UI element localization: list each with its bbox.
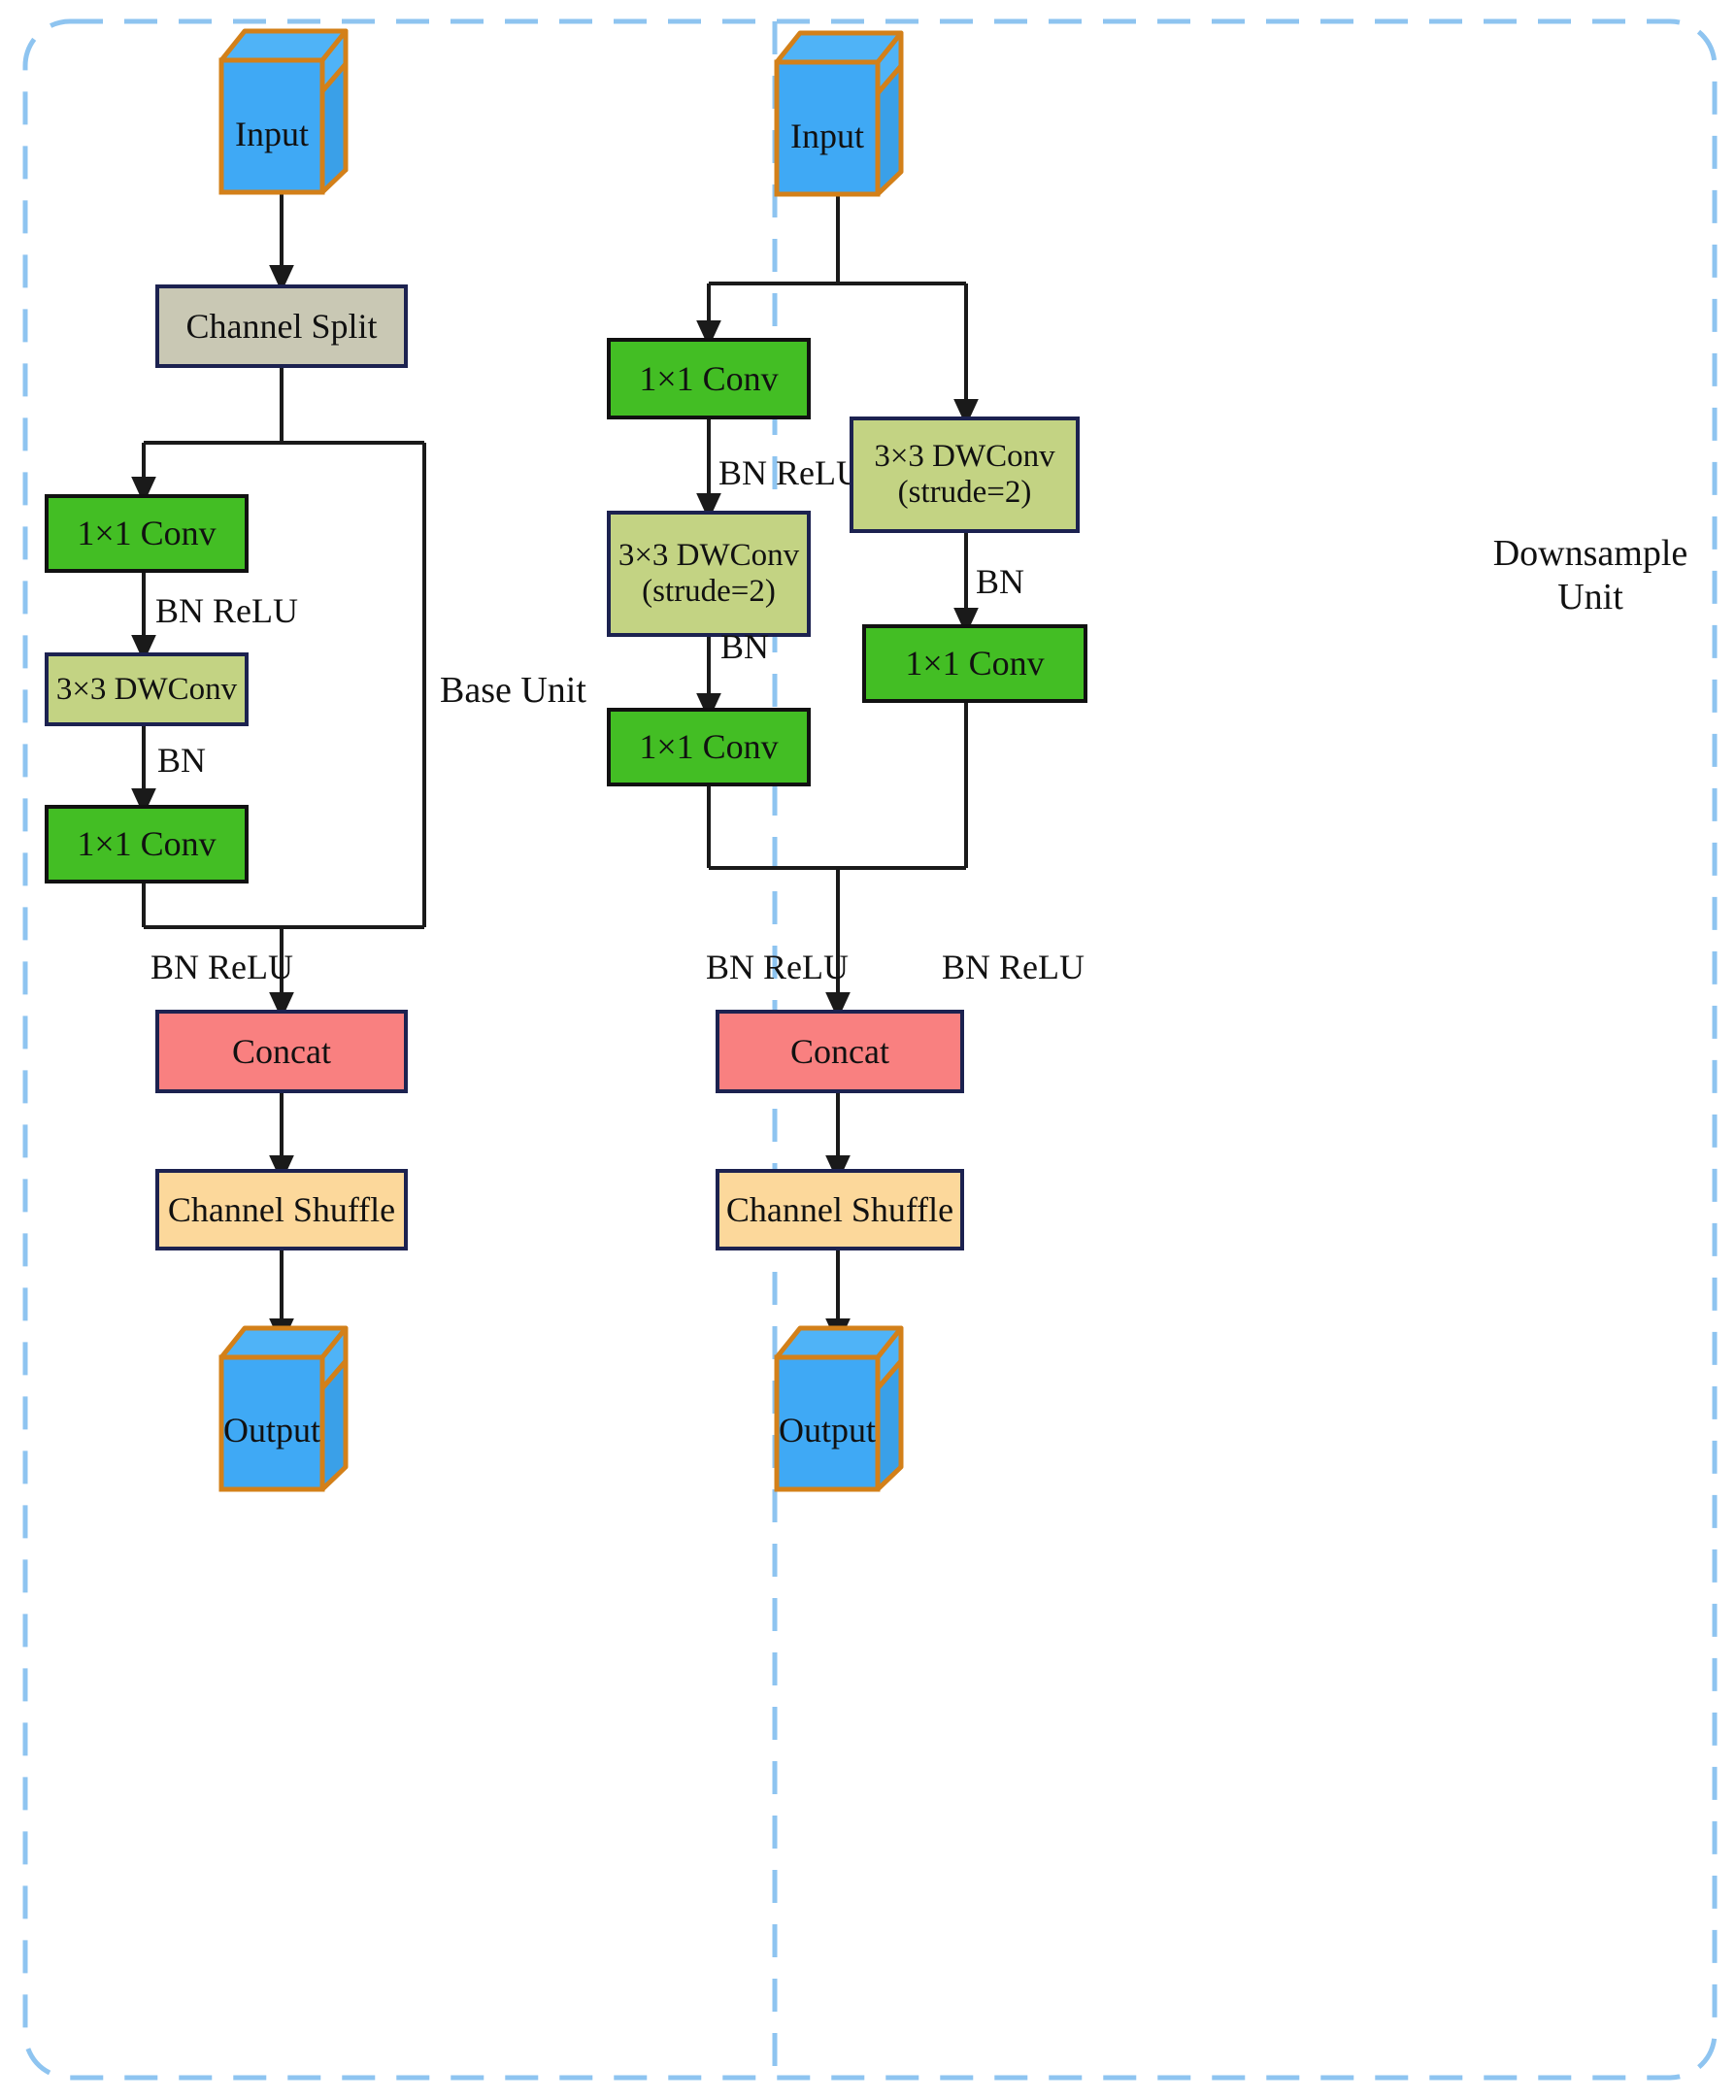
node-label-right-concat: Concat (790, 1031, 889, 1071)
cube-label-output-right: Output (778, 1411, 876, 1450)
node-label-right-left-dwconv: 3×3 DWConv (strude=2) (618, 538, 800, 609)
node-right-left-conv2[interactable]: 1×1 Conv (607, 708, 811, 786)
node-label-left-concat: Concat (232, 1031, 331, 1071)
node-left-dwconv[interactable]: 3×3 DWConv (45, 652, 249, 726)
node-right-right-dwconv[interactable]: 3×3 DWConv (strude=2) (850, 417, 1080, 533)
edge-label-right-left-bn: BN (720, 627, 770, 666)
node-right-channel-shuffle[interactable]: Channel Shuffle (716, 1169, 964, 1250)
node-label-left-conv1: 1×1 Conv (77, 514, 217, 553)
edge-label-left-bn-1: BN (157, 741, 207, 780)
node-label-right-left-conv2: 1×1 Conv (639, 727, 779, 767)
node-label-channel-split: Channel Split (185, 306, 378, 346)
edge-label-right-left-bn-relu: BN ReLU (718, 453, 861, 492)
node-label-left-dwconv: 3×3 DWConv (55, 671, 238, 707)
caption-base-unit: Base Unit (440, 670, 586, 711)
edge-label-left-bn-relu-2: BN ReLU (150, 948, 293, 986)
node-left-conv2[interactable]: 1×1 Conv (45, 805, 249, 883)
edge-label-right-right-bn: BN (976, 562, 1025, 601)
cube-input-right (774, 30, 904, 197)
node-left-conv1[interactable]: 1×1 Conv (45, 494, 249, 573)
edge-label-left-bn-relu-1: BN ReLU (155, 591, 298, 630)
cube-label-output-left: Output (222, 1411, 320, 1450)
edge-label-right-bn-relu-left: BN ReLU (706, 948, 849, 986)
node-right-left-conv1[interactable]: 1×1 Conv (607, 338, 811, 419)
edge-label-right-bn-relu-right: BN ReLU (942, 948, 1085, 986)
node-right-right-conv1[interactable]: 1×1 Conv (862, 624, 1087, 703)
cube-label-input-left: Input (235, 115, 309, 153)
node-left-concat[interactable]: Concat (155, 1010, 408, 1093)
node-channel-split[interactable]: Channel Split (155, 284, 408, 368)
cube-output-left (218, 1325, 349, 1492)
node-right-left-dwconv[interactable]: 3×3 DWConv (strude=2) (607, 511, 811, 637)
node-label-left-conv2: 1×1 Conv (77, 824, 217, 864)
cube-input-left (218, 28, 349, 195)
cube-label-input-right: Input (790, 117, 864, 155)
cube-output-right (774, 1325, 904, 1492)
node-label-right-right-dwconv: 3×3 DWConv (strude=2) (874, 439, 1055, 510)
node-right-concat[interactable]: Concat (716, 1010, 964, 1093)
node-label-right-left-conv1: 1×1 Conv (639, 358, 779, 398)
node-label-left-channel-shuffle: Channel Shuffle (167, 1189, 396, 1229)
node-label-right-right-conv1: 1×1 Conv (905, 644, 1045, 683)
node-label-right-channel-shuffle: Channel Shuffle (725, 1189, 954, 1229)
node-left-channel-shuffle[interactable]: Channel Shuffle (155, 1169, 408, 1250)
caption-downsample-unit: Downsample Unit (1492, 533, 1688, 617)
